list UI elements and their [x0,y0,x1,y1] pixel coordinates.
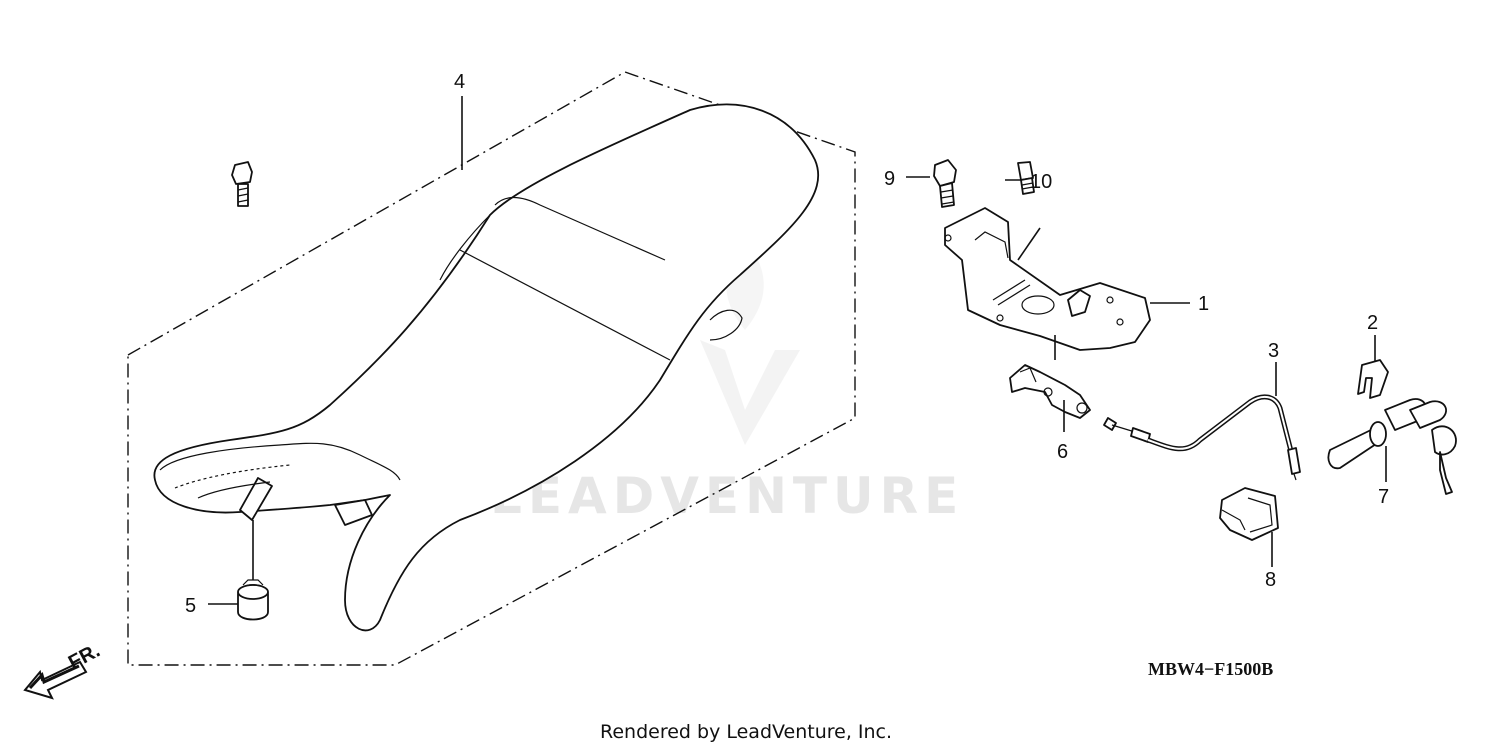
callout-9: 9 [884,168,895,190]
watermark-text: LEADVENTURE [490,467,964,525]
callout-10: 10 [1030,171,1052,193]
clip-part-2 [1357,359,1389,399]
front-direction-arrow-icon [23,660,88,700]
callout-5: 5 [185,595,196,617]
cable-part-3 [1103,394,1301,481]
lock-part-7 [1327,398,1457,495]
callout-1: 1 [1198,293,1209,315]
leader-lines [208,96,1387,605]
screw-part-10 [1017,161,1035,195]
callout-8: 8 [1265,569,1276,591]
bracket-part-1 [944,207,1151,351]
callout-2: 2 [1367,312,1378,334]
footer-credit: Rendered by LeadVenture, Inc. [600,721,892,743]
callout-4: 4 [454,71,465,93]
bolt-part-9 [231,161,253,207]
diagram-code: MBW4−F1500B [1148,659,1273,679]
callout-3: 3 [1268,340,1279,362]
callout-7: 7 [1378,486,1389,508]
damper-part-5 [237,579,269,621]
seat-part-4 [153,103,820,632]
callout-6: 6 [1057,441,1068,463]
catch-part-8 [1219,487,1279,541]
bolt-part-9-body [933,159,957,208]
latch-part-6 [1009,364,1091,419]
